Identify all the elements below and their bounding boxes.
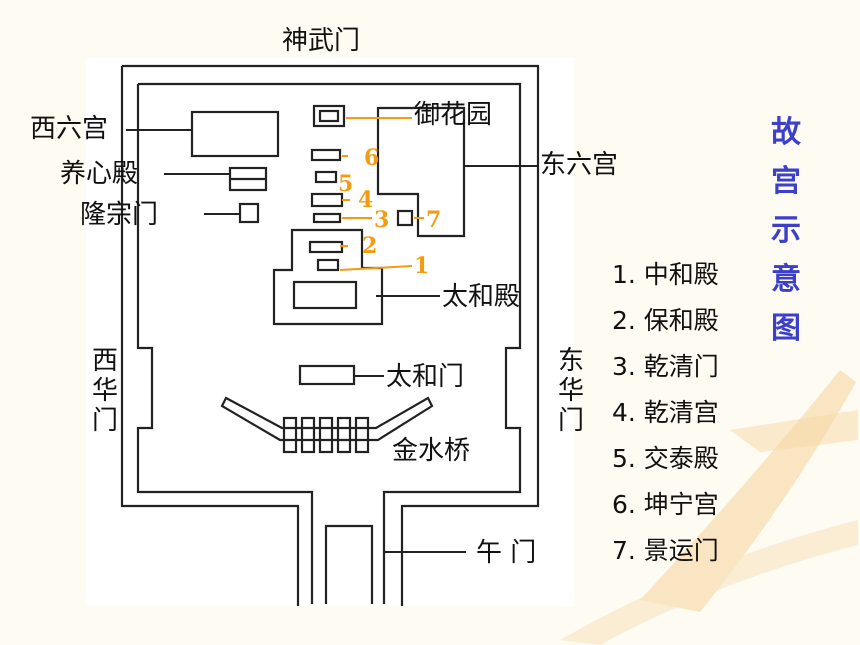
imperial-garden-block [312, 104, 346, 128]
marker-3: 3 [374, 207, 390, 233]
west-six-palaces-block [190, 110, 280, 158]
taihe-gate-block [298, 364, 356, 386]
marker-1: 1 [414, 253, 430, 279]
longzong-gate-block [238, 202, 260, 224]
meridian-gate-label: 午 门 [476, 538, 537, 568]
palace-map-drawing [120, 64, 540, 606]
east-six-palaces-outline [376, 106, 466, 238]
jinshui-bridge-label: 金水桥 [392, 436, 471, 466]
longzong-gate-label: 隆宗门 [80, 200, 159, 230]
legend-item: 2. 保和殿 [612, 306, 719, 335]
marker-6: 6 [364, 145, 380, 171]
leader-1 [339, 265, 413, 271]
jingyun-gate-block [396, 209, 414, 227]
taihe-hall-label: 太和殿 [442, 282, 521, 312]
imperial-garden-label: 御花园 [414, 100, 493, 130]
outer-wall [120, 64, 540, 606]
legend-item: 4. 乾清宫 [612, 398, 719, 427]
palace-map [86, 58, 574, 606]
taihe-hall-block [292, 280, 358, 310]
shenwu-gate-label: 神武门 [282, 26, 361, 56]
marker-2: 2 [362, 233, 378, 259]
legend-item: 7. 景运门 [612, 536, 719, 565]
jiaotai-hall-block [314, 170, 338, 184]
xihua-gate-label: 西华门 [91, 346, 118, 436]
yangxin-hall-label: 养心殿 [60, 159, 139, 189]
meridian-gate-shape [324, 524, 374, 604]
legend-item: 3. 乾清门 [612, 352, 719, 381]
legend-item: 5. 交泰殿 [612, 444, 719, 473]
marker-7: 7 [426, 207, 442, 233]
legend-item: 1. 中和殿 [612, 260, 719, 289]
legend: 1. 中和殿 2. 保和殿 3. 乾清门 4. 乾清宫 5. 交泰殿 6. 坤宁… [612, 252, 719, 574]
taihe-gate-label: 太和门 [386, 362, 465, 392]
marker-5: 5 [338, 171, 354, 197]
slide-title: 故宫示意图 [771, 115, 801, 346]
west-six-palaces-label: 西六宫 [30, 114, 109, 144]
jinshui-bridges [282, 416, 370, 454]
east-six-palaces-label: 东六宫 [540, 150, 619, 180]
kunning-palace-block [310, 148, 342, 162]
donghua-gate-label: 东华门 [557, 346, 584, 436]
legend-item: 6. 坤宁宫 [612, 490, 719, 519]
marker-4: 4 [358, 187, 374, 213]
baohe-zhonghe-terrace [272, 228, 384, 326]
inner-wall [136, 82, 522, 604]
